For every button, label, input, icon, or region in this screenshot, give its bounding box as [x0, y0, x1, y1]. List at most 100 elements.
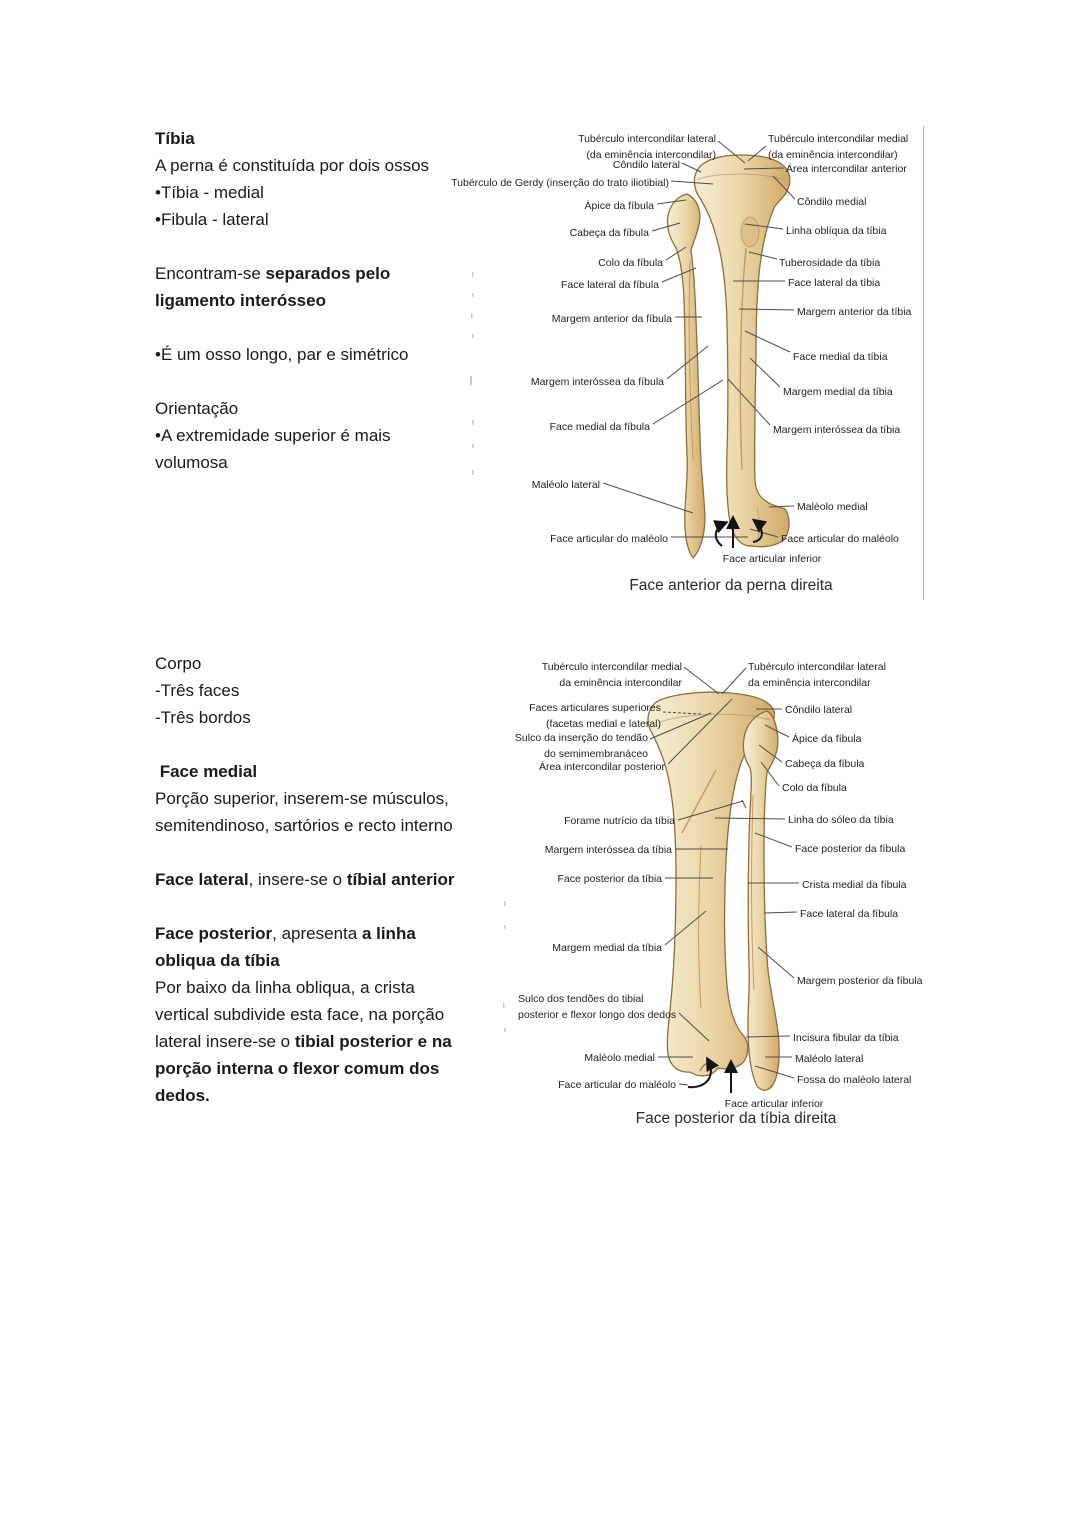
figure-label: Margem interóssea da tíbia	[544, 844, 672, 856]
figure-label: Margem posterior da fíbula	[797, 975, 923, 987]
text-line: •Fibula - lateral	[155, 210, 269, 229]
text-line: -Três bordos	[155, 708, 251, 727]
text-line: volumosa	[155, 453, 228, 472]
text-line: obliqua da tíbia	[155, 951, 280, 970]
text-line: Face posterior, apresenta a linha	[155, 924, 416, 943]
fibula-illustration	[666, 193, 706, 560]
figure-label: Face lateral da fíbula	[560, 279, 659, 291]
text-line: •É um osso longo, par e simétrico	[155, 345, 409, 364]
figure-label: Face medial da tíbia	[793, 351, 888, 363]
direction-arrow	[751, 518, 768, 543]
leader-line	[666, 345, 709, 380]
figure-label: Faces articulares superiores(facetas med…	[529, 702, 661, 730]
leader-line	[683, 666, 720, 695]
figure-label: Margem interóssea da fíbula	[530, 376, 664, 388]
figure2-caption: Face posterior da tíbia direita	[635, 1110, 837, 1127]
leader-line	[678, 1083, 689, 1086]
leader-line	[662, 711, 702, 715]
direction-arrow	[713, 520, 729, 547]
figure-label: Face articular do maléolo	[558, 1079, 676, 1091]
figure-label: Área intercondilar anterior	[786, 163, 907, 175]
text-line: vertical subdivide esta face, na porção	[155, 1005, 445, 1024]
text-line: -Três faces	[155, 681, 240, 700]
leader-line	[760, 761, 780, 787]
figure-label: Face posterior da tíbia	[557, 873, 662, 885]
leader-line	[602, 482, 694, 514]
figure-label: Colo da fíbula	[782, 782, 847, 794]
leader-line	[667, 698, 733, 765]
scan-artifacts	[470, 272, 506, 1032]
figure-label: Ápice da fíbula	[792, 733, 862, 745]
anterior-margin-ridge	[739, 247, 747, 471]
figure-label: Colo da fíbula	[598, 257, 663, 269]
text-line: Face medial	[155, 762, 258, 781]
leader-line	[652, 379, 724, 425]
text-line: •A extremidade superior é mais	[155, 426, 391, 445]
leader-line	[678, 1012, 710, 1042]
leader-line	[670, 180, 714, 185]
direction-arrow	[687, 1056, 719, 1089]
figure-label: Área intercondilar posterior	[538, 761, 665, 773]
text-line: Tíbia	[155, 129, 195, 148]
figure-label: Tubérculo de Gerdy (inserção do trato il…	[451, 177, 669, 189]
leader-line	[749, 357, 781, 388]
figure-label: Cabeça da fíbula	[785, 758, 865, 770]
leader-line	[768, 505, 795, 508]
figure-label: Margem anterior da tíbia	[797, 306, 912, 318]
figure-label: Côndilo medial	[797, 196, 867, 208]
text-line: A perna é constituída por dois ossos	[155, 156, 430, 175]
leader-line	[661, 267, 697, 283]
figure-label: Margem medial da tíbia	[783, 386, 893, 398]
figure-label: Ápice da fíbula	[584, 200, 654, 212]
text-line: ligamento interósseo	[155, 291, 326, 310]
figure-label: Face articular do maléolo	[550, 533, 668, 545]
figure-label: Tuberosidade da tíbia	[779, 257, 881, 269]
text-line: •Tíbia - medial	[155, 183, 264, 202]
figure-label: Côndilo lateral	[612, 159, 680, 171]
figure-label: Face articular inferior	[722, 553, 822, 565]
leader-line	[665, 246, 687, 261]
figure-label: Face lateral da fíbula	[800, 908, 899, 920]
figure-label: Tubérculo intercondilar lateral(da eminê…	[578, 133, 716, 161]
leader-line	[744, 223, 784, 230]
figure-label: Margem interóssea da tíbia	[773, 424, 901, 436]
figure-label: Linha do sóleo da tíbia	[788, 814, 894, 826]
figure-label: Margem anterior da fíbula	[551, 313, 672, 325]
text-line: Por baixo da linha obliqua, a crista	[155, 978, 415, 997]
leader-line	[738, 308, 795, 311]
text-line: dedos.	[155, 1086, 210, 1105]
text-line: Encontram-se separados pelo	[155, 264, 391, 283]
figure-label: Margem medial da tíbia	[552, 942, 662, 954]
figure2-bones	[647, 691, 780, 1091]
leader-line	[747, 145, 767, 162]
figure-label: Tubérculo intercondilar medial(da eminên…	[768, 133, 909, 161]
leader-line	[717, 140, 746, 164]
vertical-crest	[698, 844, 702, 1009]
leader-line	[748, 251, 778, 260]
figure-label: Cabeça da fíbula	[569, 227, 649, 239]
leader-line	[651, 222, 681, 232]
leader-line	[764, 724, 790, 738]
figure-label: Côndilo lateral	[785, 704, 853, 716]
leader-line	[772, 175, 796, 200]
text-line: Face lateral, insere-se o tíbial anterio…	[155, 870, 455, 889]
soleal-line	[681, 769, 717, 834]
figure-label: Crista medial da fíbula	[802, 879, 907, 891]
text-line: semitendinoso, sartórios e recto interno	[155, 816, 453, 835]
figure-label: Maléolo medial	[797, 501, 868, 513]
figure-label: Face articular do maléolo	[781, 533, 899, 545]
figure-label: Face articular inferior	[724, 1098, 824, 1110]
leader-line	[649, 712, 712, 740]
leader-line	[743, 167, 785, 170]
leader-line	[656, 199, 687, 205]
leader-line	[763, 911, 798, 914]
figure-label: Face lateral da tíbia	[788, 277, 881, 289]
notes-section-tibia: Tíbia A perna é constituída por dois osso…	[155, 125, 515, 476]
figure1-caption: Face anterior da perna direita	[629, 577, 833, 594]
